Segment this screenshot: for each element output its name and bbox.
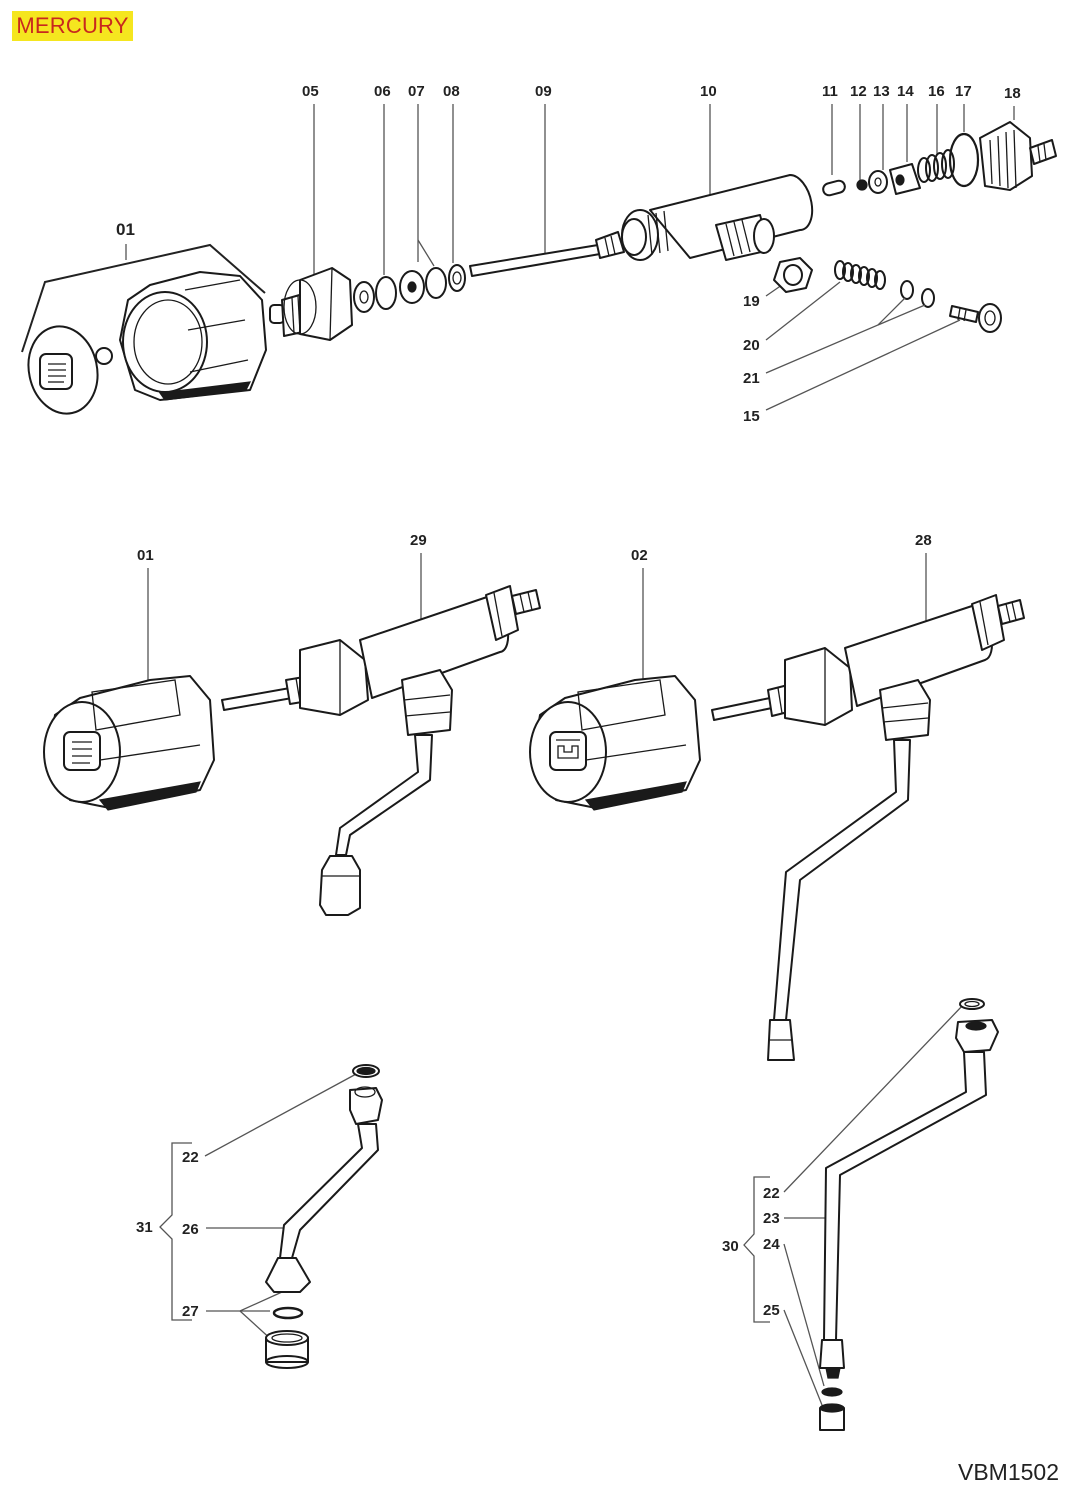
kit-30-bracket: 30 [722,1176,770,1323]
label-18: 18 [1004,85,1021,102]
label-05: 05 [302,83,319,100]
assembly-left: 01 29 [43,532,541,916]
exploded-view: 01 05 [21,83,1057,425]
spring-16 [917,149,955,183]
knob-02 [529,675,701,811]
label-20: 20 [743,337,760,354]
knob-end-cap [27,325,99,415]
pipe-26 [265,1086,383,1293]
tip-25 [819,1403,845,1431]
label-01-assembly: 01 [137,547,154,564]
ring-27 [272,1306,304,1320]
knob-group-bracket: 01 [21,220,266,353]
part-05-hex-fitting: 05 [269,83,353,341]
valve-screw-15 [949,303,1002,333]
part-10-body: 10 [621,83,814,261]
label-27: 27 [182,1303,199,1320]
label-13: 13 [873,83,890,100]
washer-22-kit30 [959,998,985,1010]
fitting-18 [979,121,1057,191]
ring-24 [821,1387,843,1397]
label-07: 07 [408,83,425,100]
body-29: 29 [221,532,541,916]
drawing-code: VBM1502 [957,1459,1059,1485]
label-29: 29 [410,532,427,549]
label-08: 08 [443,83,460,100]
label-06: 06 [374,83,391,100]
spring-20 [834,260,886,290]
label-12: 12 [850,83,867,100]
label-24: 24 [763,1236,780,1253]
label-15: 15 [743,408,760,425]
label-23: 23 [763,1210,780,1227]
kit-31: 31 22 26 27 [136,1064,383,1369]
part-09-rod: 09 [469,83,625,277]
label-14: 14 [897,83,914,100]
label-28: 28 [915,532,932,549]
label-17: 17 [955,83,972,100]
knob-body [119,271,267,401]
label-26: 26 [182,1221,199,1238]
label-22-kit31: 22 [182,1149,199,1166]
knob-01 [43,675,215,811]
circlip [95,347,113,365]
pipe-23 [819,1019,999,1379]
nozzle-cap-27 [265,1330,309,1369]
label-19: 19 [743,293,760,310]
kit-31-bracket: 31 [136,1142,192,1321]
label-11: 11 [822,83,838,100]
label-02: 02 [631,547,648,564]
body-28: 28 [711,532,1025,1061]
parts-06-08-washers: 06 07 08 [353,83,466,313]
label-01: 01 [116,220,135,239]
label-16: 16 [928,83,945,100]
parts-19-21-15: 19 20 21 15 [743,257,1002,425]
washer-22-kit31 [352,1064,380,1078]
label-30: 30 [722,1238,739,1255]
label-09: 09 [535,83,552,100]
kit-30: 30 22 23 24 25 [722,998,999,1431]
label-10: 10 [700,83,717,100]
label-25: 25 [763,1302,780,1319]
label-31: 31 [136,1219,153,1236]
brand-badge: MERCURY [12,11,133,41]
label-22-kit30: 22 [763,1185,780,1202]
label-21: 21 [743,370,760,387]
assembly-right: 02 28 [529,532,1025,1061]
parts-11-18-valve: 11 12 13 14 16 17 18 [822,83,1057,197]
